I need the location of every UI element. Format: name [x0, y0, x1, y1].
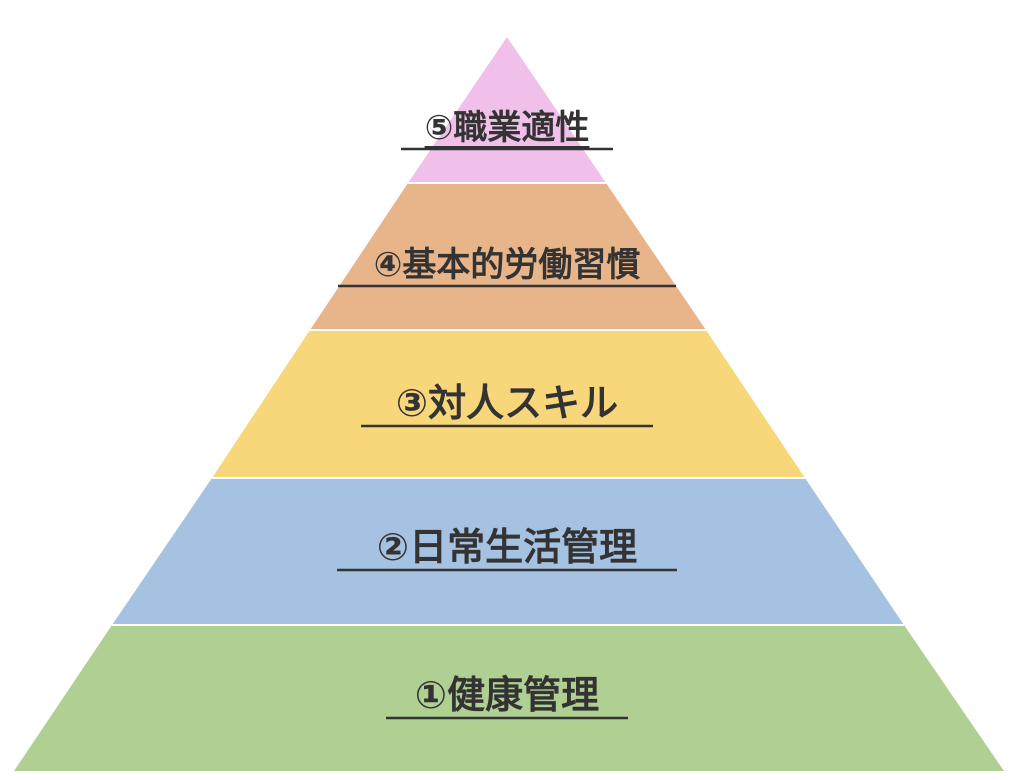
tier-3-shape: [212, 330, 805, 478]
tier-2-label: ②日常生活管理: [377, 525, 637, 569]
tier-5-label: ⑤職業適性: [425, 108, 590, 148]
tier-1-shape: [14, 625, 1004, 771]
tier-2: ②日常生活管理: [112, 478, 904, 625]
tier-3: ③対人スキル: [212, 330, 805, 478]
tier-2-shape: [112, 478, 904, 625]
tier-5-shape: [408, 37, 606, 183]
tier-1-label: ①健康管理: [415, 673, 599, 717]
tier-3-label: ③対人スキル: [396, 381, 618, 425]
tier-1: ①健康管理: [14, 625, 1004, 771]
tier-4-label: ④基本的労働習慣: [374, 245, 641, 285]
tier-dividers: [112, 182, 904, 626]
tier-4-shape: [310, 183, 706, 330]
tier-5: ⑤職業適性: [401, 37, 613, 183]
tier-4: ④基本的労働習慣: [310, 183, 706, 330]
